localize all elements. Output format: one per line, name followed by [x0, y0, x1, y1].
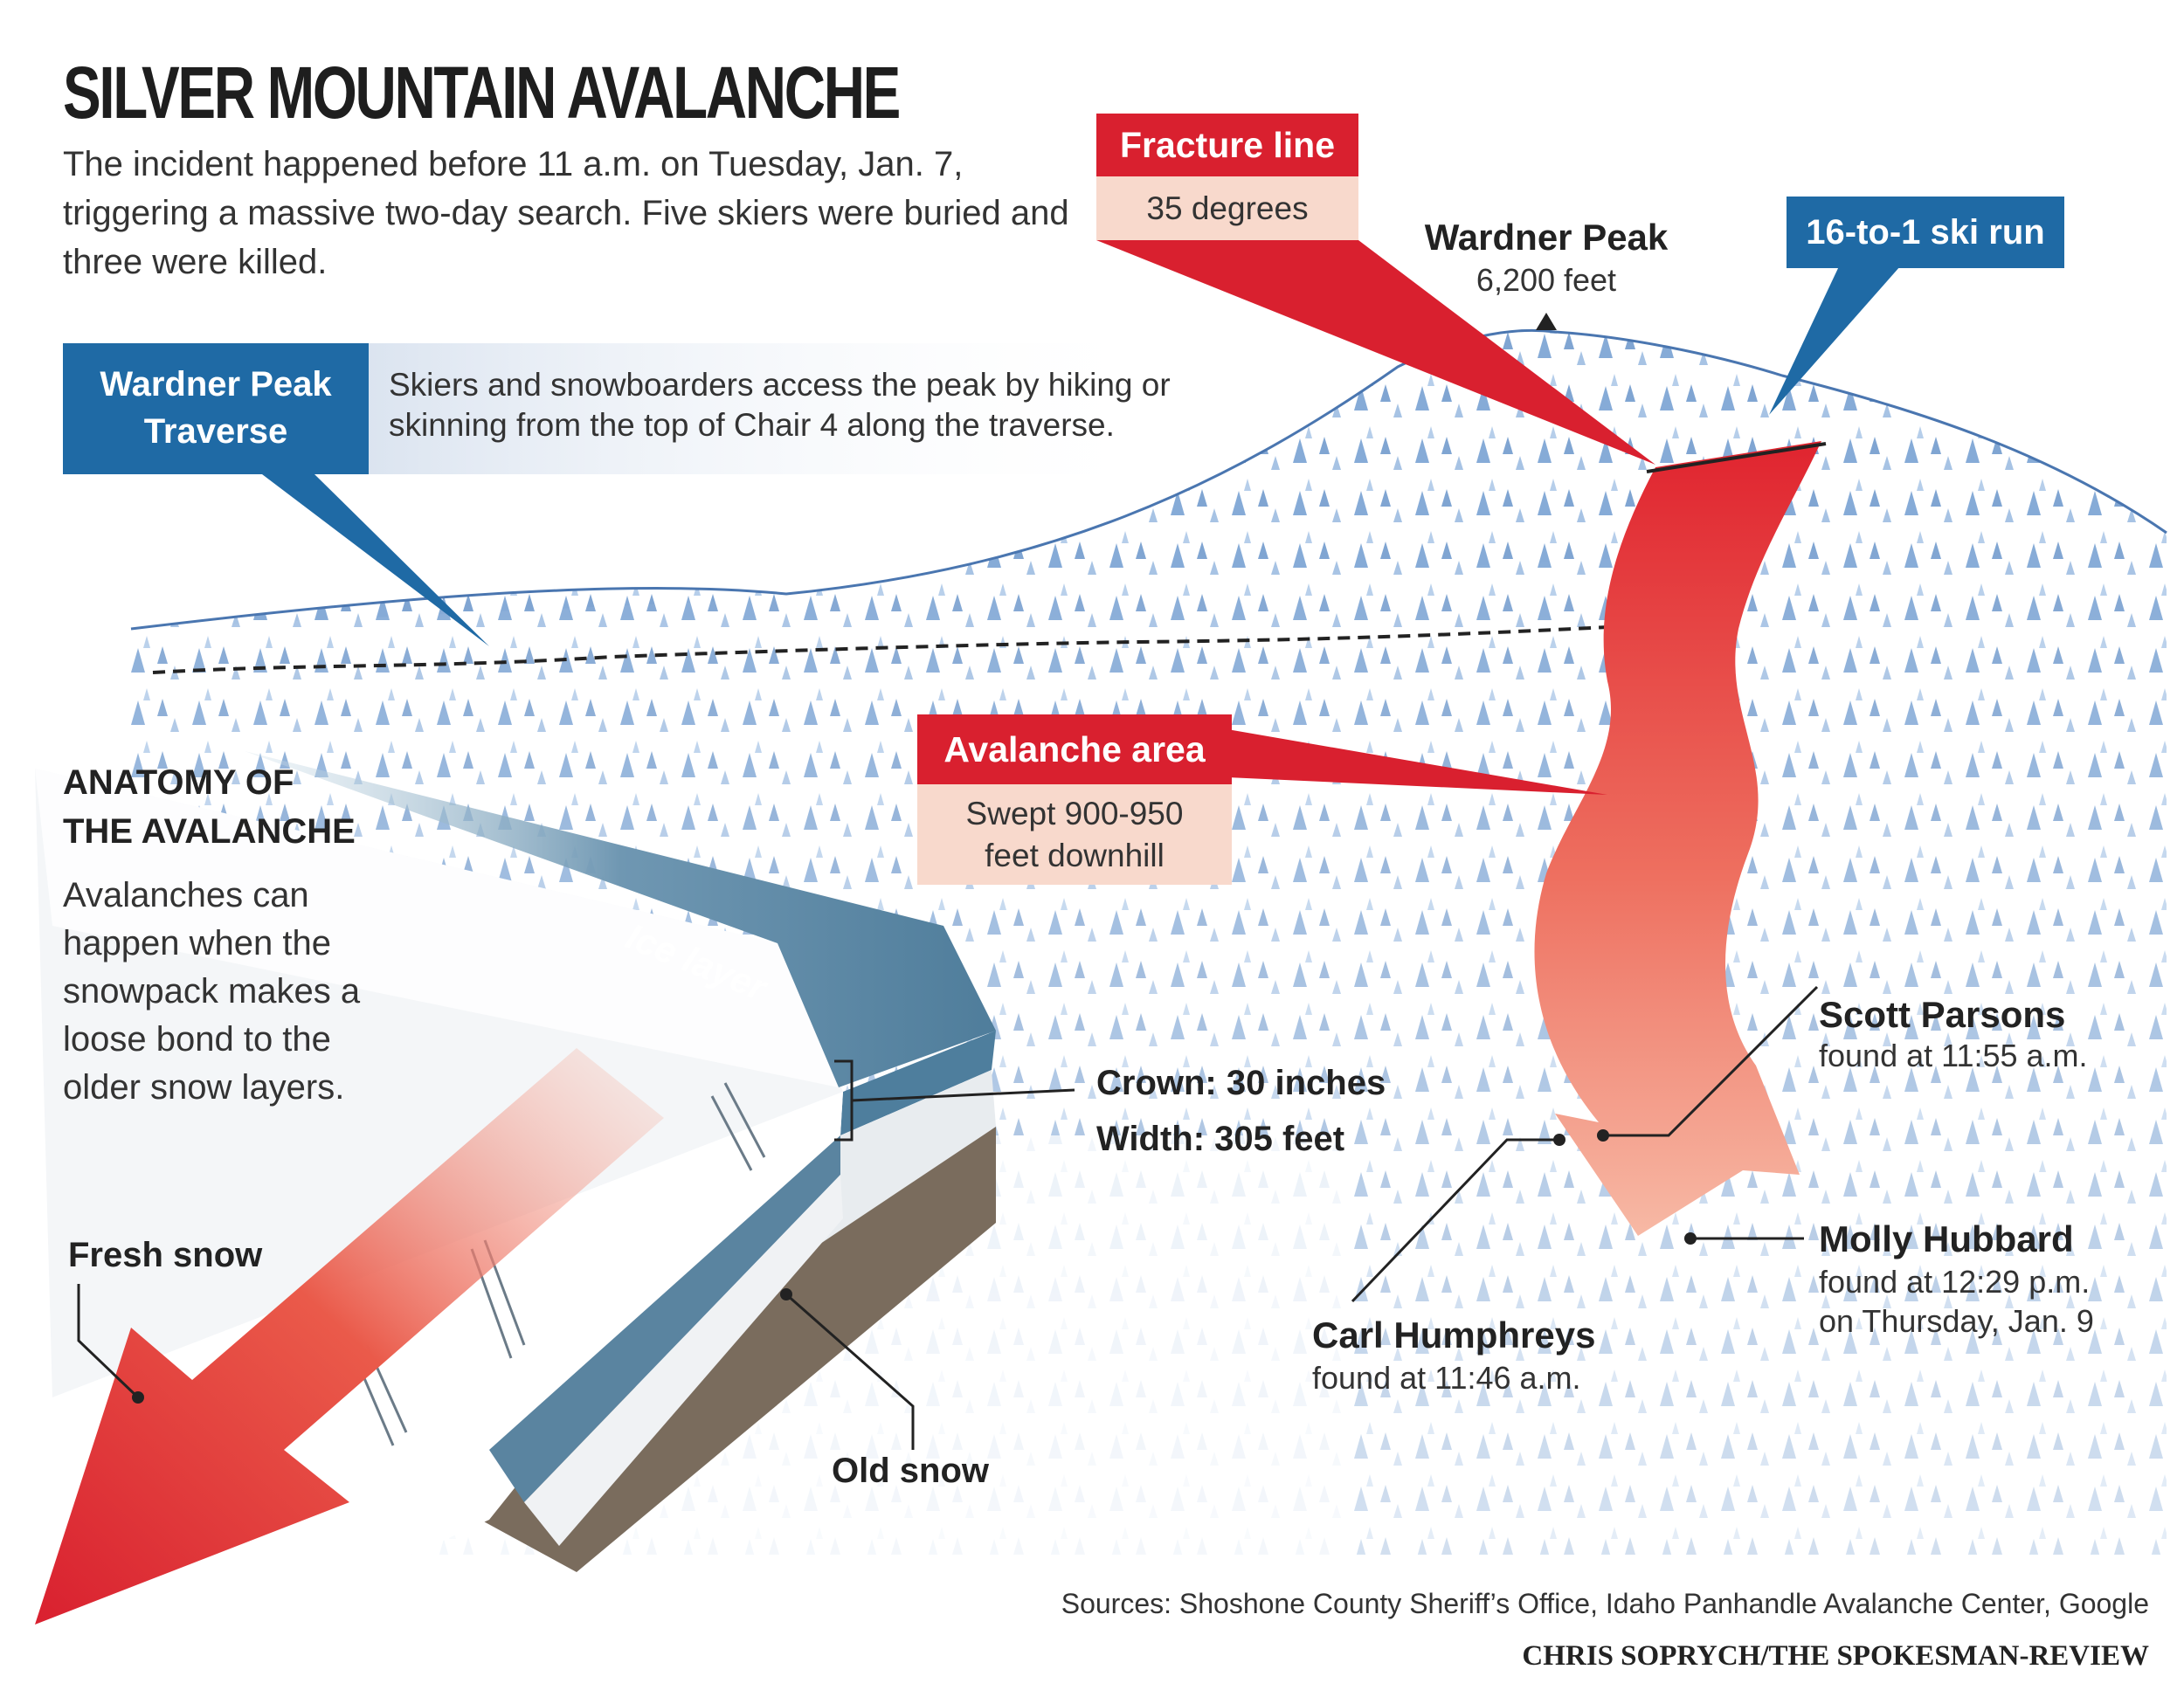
peak-marker	[1536, 313, 1557, 330]
area-pointer	[1227, 729, 1607, 795]
traverse-note: Skiers and snowboarders access the peak …	[389, 367, 1171, 443]
ice-layer	[245, 751, 996, 1087]
traverse-note-bg	[367, 343, 1171, 474]
victim-carl-name: Carl Humphreys	[1312, 1314, 1596, 1356]
traverse-label: Wardner Peak Traverse	[63, 343, 369, 474]
ice-face	[840, 1031, 996, 1135]
avalanche-area-line1: Swept 900-950	[965, 796, 1184, 831]
ski-run-label: 16-to-1 ski run	[1787, 197, 2064, 268]
victim-molly-found: found at 12:29 p.m.	[1819, 1264, 2091, 1300]
peak-elevation: 6,200 feet	[1476, 262, 1617, 298]
leader-fresh	[77, 1284, 140, 1399]
victim-molly-date: on Thursday, Jan. 9	[1819, 1303, 2094, 1339]
fracture-pointer	[1096, 240, 1655, 465]
anatomy-heading-line2: THE AVALANCHE	[63, 812, 356, 851]
traverse-path	[152, 623, 1661, 674]
avalanche-area-detail: Swept 900-950 feet downhill	[917, 784, 1232, 885]
anatomy-heading: ANATOMY OF THE AVALANCHE	[63, 758, 356, 856]
leader-scott	[1603, 985, 1819, 1137]
old-snow-label: Old snow	[832, 1452, 989, 1490]
fracture-line-mark	[1646, 442, 1827, 473]
leader-old	[785, 1293, 915, 1450]
traverse-label-line2: Traverse	[143, 412, 288, 451]
intro-text: The incident happened before 11 a.m. on …	[63, 145, 1069, 281]
anatomy-body: Avalanches can happen when the snowpack …	[63, 876, 361, 1107]
ridge-line	[130, 328, 2167, 631]
fracture-value: 35 degrees	[1096, 176, 1358, 240]
credit-text: CHRIS SOPRYCH/THE SPOKESMAN-REVIEW	[1522, 1640, 2149, 1672]
run-pointer	[1769, 266, 1900, 415]
sources-text: Sources: Shoshone County Sheriff’s Offic…	[1061, 1588, 2149, 1619]
width-label: Width: 305 feet	[1096, 1120, 1345, 1158]
fresh-snow-label: Fresh snow	[68, 1236, 263, 1274]
victim-scott-name: Scott Parsons	[1819, 994, 2066, 1035]
peak-name: Wardner Peak	[1424, 217, 1669, 258]
leader-carl	[1351, 1138, 1559, 1303]
page-title: SILVER MOUNTAIN AVALANCHE	[63, 52, 901, 134]
anatomy-arrow	[35, 1048, 664, 1625]
victim-carl-found: found at 11:46 a.m.	[1312, 1360, 1581, 1396]
victim-molly-name: Molly Hubbard	[1819, 1218, 2074, 1259]
fracture-label: Fracture line	[1096, 114, 1358, 176]
anatomy-heading-line1: ANATOMY OF	[63, 763, 294, 802]
avalanche-path	[1534, 441, 1821, 1236]
victim-scott-found: found at 11:55 a.m.	[1819, 1038, 2088, 1073]
traverse-label-line1: Wardner Peak	[100, 365, 332, 404]
avalanche-area-line2: feet downhill	[985, 838, 1165, 873]
crown-label: Crown: 30 inches	[1096, 1064, 1386, 1102]
avalanche-area-label: Avalanche area	[917, 714, 1232, 784]
traverse-pointer	[262, 474, 489, 646]
